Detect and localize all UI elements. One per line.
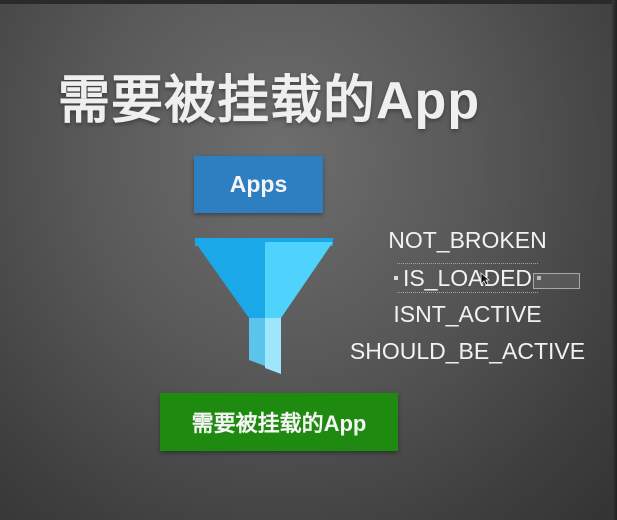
condition-is-loaded[interactable]: IS_LOADED bbox=[330, 263, 605, 300]
funnel-icon bbox=[195, 238, 333, 374]
condition-isnt-active: ISNT_ACTIVE bbox=[393, 301, 542, 327]
text-box-resize-preview[interactable] bbox=[533, 273, 580, 289]
condition-should-be-active: SHOULD_BE_ACTIVE bbox=[349, 338, 586, 364]
slide-title: 需要被挂载的App bbox=[58, 72, 481, 130]
selection-handle-left[interactable] bbox=[393, 276, 398, 280]
condition-is-loaded-label: IS_LOADED bbox=[402, 265, 533, 291]
apps-box: Apps bbox=[194, 156, 323, 213]
window-top-edge bbox=[0, 0, 617, 4]
condition-list: NOT_BROKEN IS_LOADED ISNT_ACTIVE SHOULD_… bbox=[330, 226, 605, 374]
cursor-icon bbox=[480, 272, 490, 286]
apps-label: Apps bbox=[229, 171, 288, 197]
selected-text-box[interactable]: IS_LOADED bbox=[393, 263, 542, 293]
selection-handle-right[interactable] bbox=[537, 276, 542, 280]
condition-not-broken: NOT_BROKEN bbox=[388, 227, 547, 253]
result-label: 需要被挂载的App bbox=[191, 411, 367, 436]
window-right-edge bbox=[612, 0, 617, 520]
result-box: 需要被挂载的App bbox=[160, 393, 398, 451]
